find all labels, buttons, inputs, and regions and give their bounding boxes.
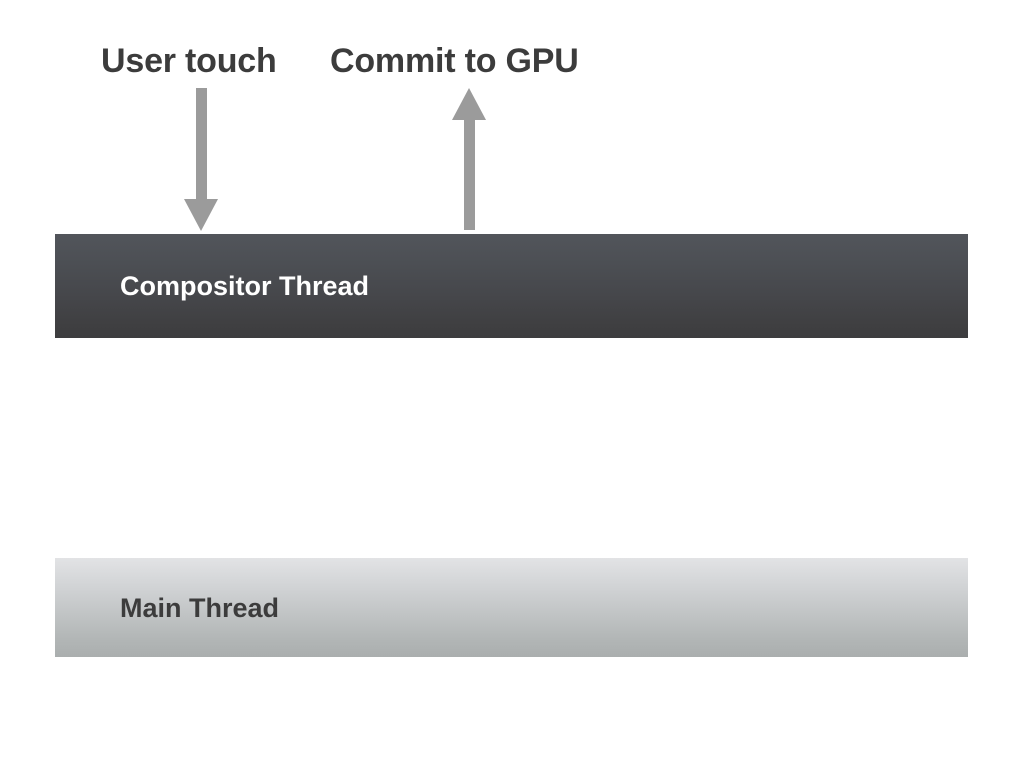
thread-bar-main: Main Thread [55, 558, 968, 657]
thread-bar-label-compositor: Compositor Thread [120, 271, 370, 301]
annotation-label-user-touch: User touch [101, 42, 277, 80]
arrow-up-commit-to-gpu-icon [448, 86, 490, 232]
thread-bar-label-main: Main Thread [120, 592, 280, 623]
annotation-label-commit-to-gpu: Commit to GPU [330, 42, 579, 80]
arrow-down-user-touch-icon [180, 88, 222, 234]
thread-bar-compositor: Compositor Thread [55, 234, 968, 338]
